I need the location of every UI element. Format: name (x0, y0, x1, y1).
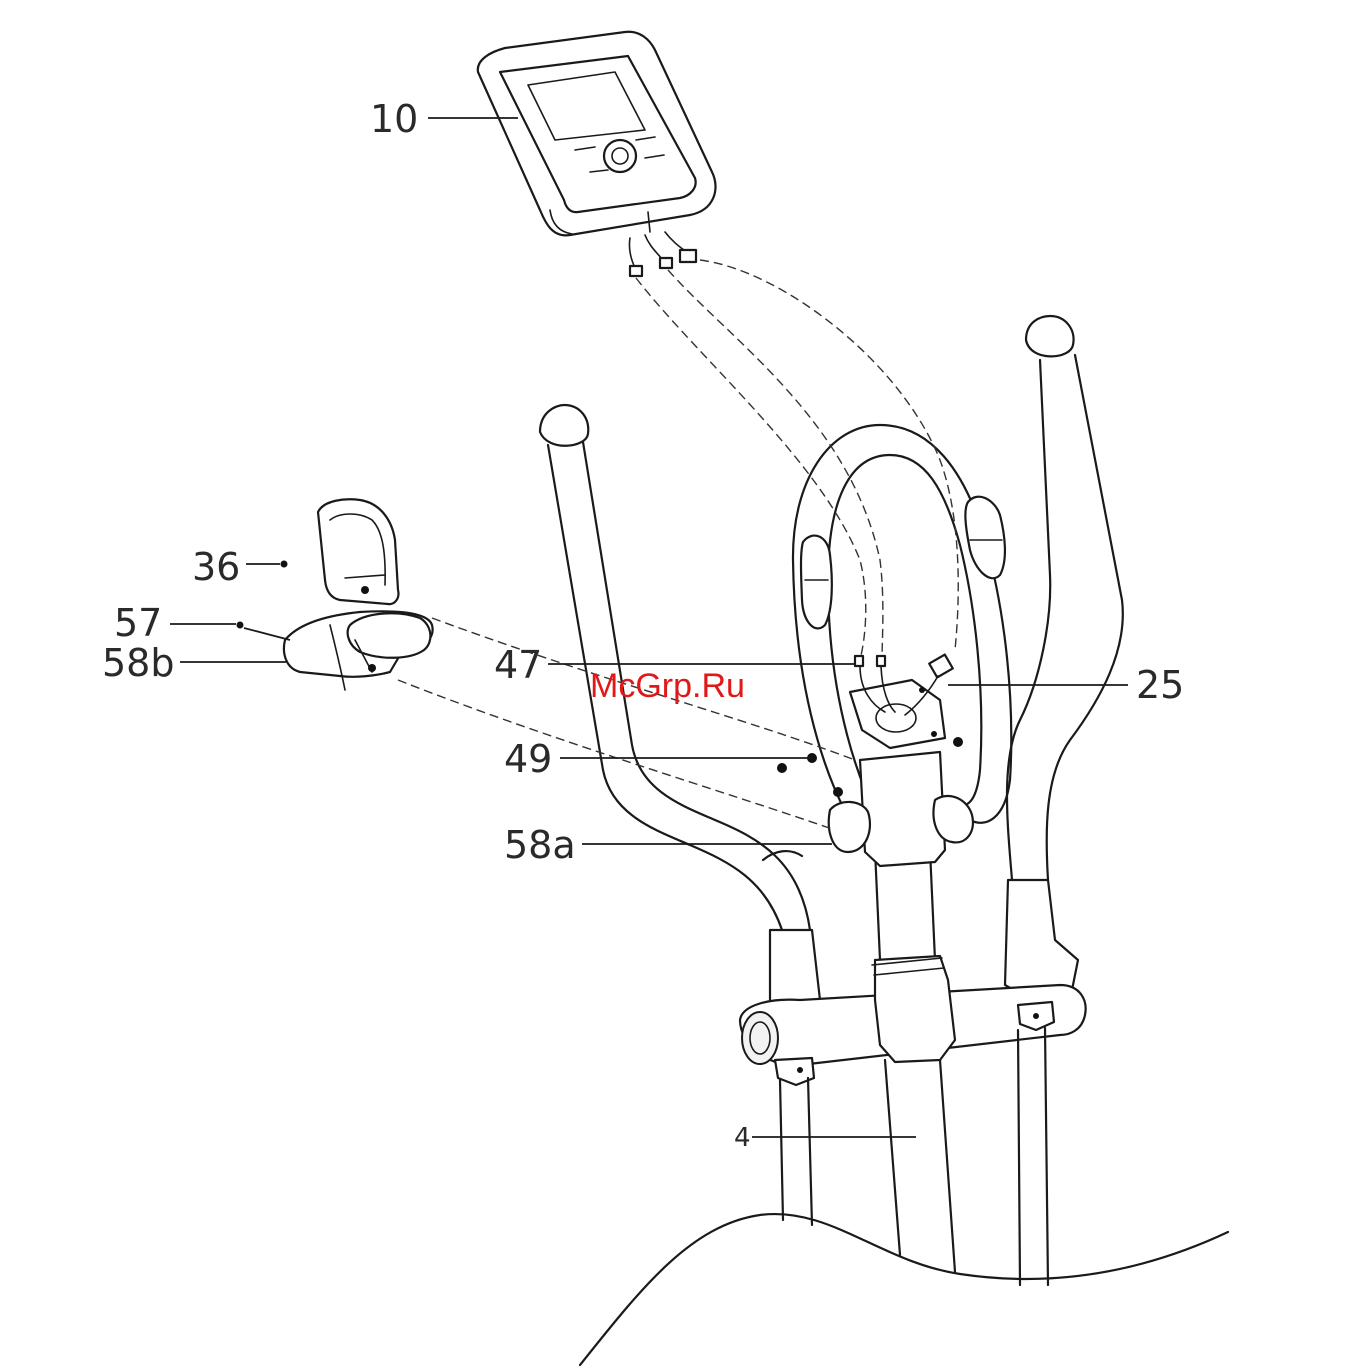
watermark: McGrp.Ru (590, 667, 745, 705)
label-47: 47 (494, 643, 542, 687)
label-49: 49 (504, 737, 552, 781)
label-25: 25 (1136, 663, 1184, 707)
screw-57 (237, 622, 244, 629)
label-10: 10 (370, 97, 418, 141)
label-36: 36 (192, 545, 240, 589)
right-handlebar (1007, 316, 1123, 880)
console (478, 32, 716, 276)
connector-25 (929, 655, 953, 678)
screw-36 (281, 561, 288, 568)
lower-posts (780, 1028, 1048, 1285)
label-58b: 58b (102, 641, 174, 685)
connector-47a (855, 656, 863, 666)
ground-curve (580, 1214, 1228, 1365)
label-57: 57 (114, 601, 162, 645)
connector-47b (877, 656, 885, 666)
label-4: 4 (734, 1123, 751, 1153)
screw-49d (953, 737, 963, 747)
screw-49c (833, 787, 843, 797)
label-58a: 58a (504, 823, 576, 867)
bottle-holder (284, 499, 433, 690)
console-mast-loop (793, 425, 1011, 960)
leader-57b (244, 628, 290, 640)
pivot-assembly (740, 880, 1086, 1085)
wire-route-2 (668, 270, 883, 660)
screw-49a (777, 763, 787, 773)
